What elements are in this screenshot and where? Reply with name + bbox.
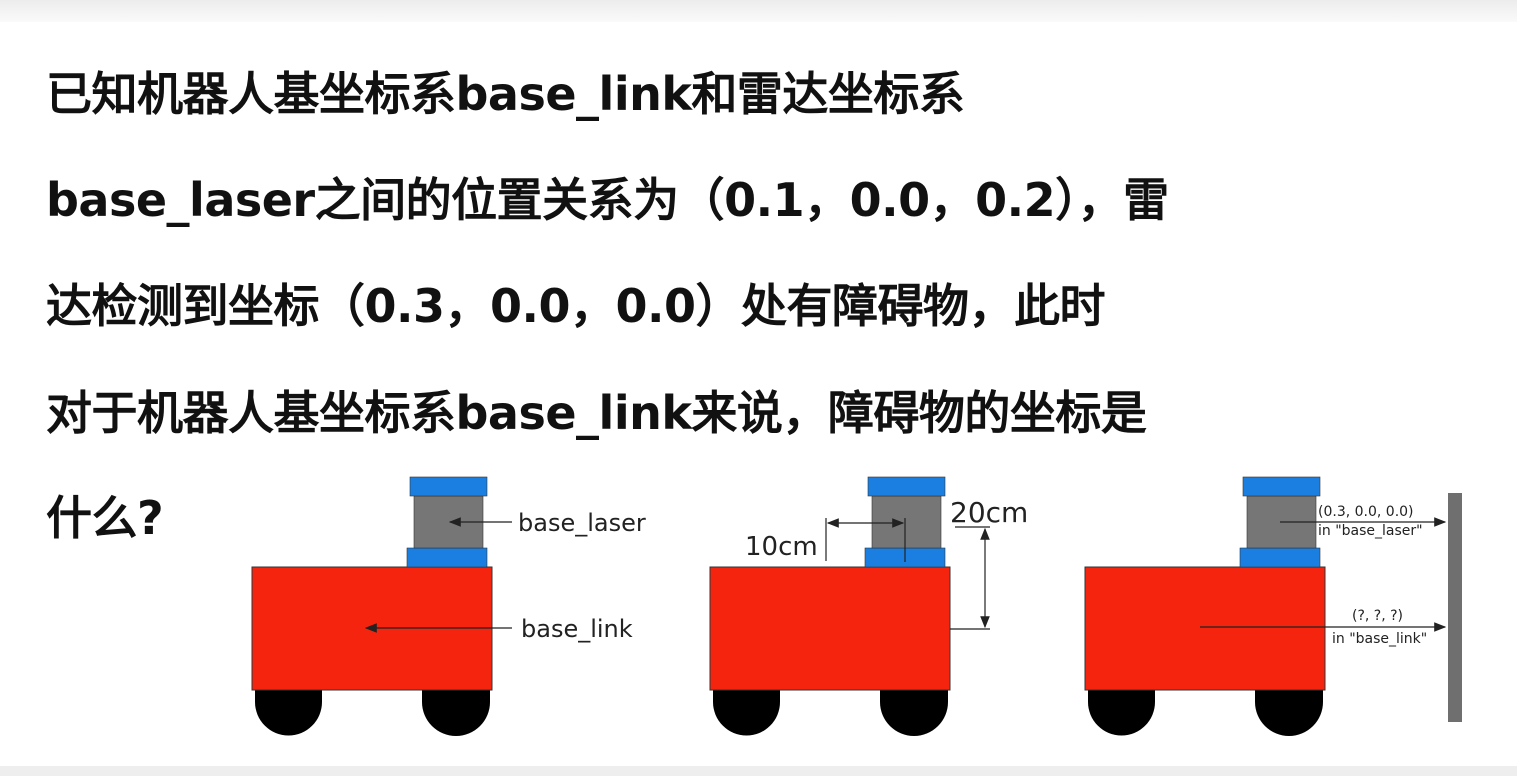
top-bar	[0, 0, 1517, 22]
horizontal-offset-label: 10cm	[745, 532, 818, 562]
question-line-5: 什么?	[46, 491, 164, 545]
robot-diagram-3: (0.3, 0.0, 0.0) in "base_laser" (?, ?, ?…	[1084, 476, 1462, 737]
base-laser-label: base_laser	[518, 509, 646, 537]
question-line-1: 已知机器人基坐标系base_link和雷达坐标系	[46, 67, 965, 121]
robot-diagram-1: base_laser base_link	[251, 476, 646, 737]
base-link-label: base_link	[521, 615, 633, 643]
robot-diagram-2: 10cm 20cm	[709, 476, 1028, 737]
vertical-offset-label: 20cm	[950, 496, 1028, 529]
link-coord-label: (?, ?, ?)	[1352, 608, 1403, 624]
link-frame-label: in "base_link"	[1332, 631, 1427, 647]
question-line-4: 对于机器人基坐标系base_link来说，障碍物的坐标是	[46, 386, 1147, 440]
question-line-3: 达检测到坐标（0.3，0.0，0.0）处有障碍物，此时	[46, 279, 1105, 333]
question-line-2: base_laser之间的位置关系为（0.1，0.0，0.2），雷	[46, 173, 1169, 227]
laser-coord-label: (0.3, 0.0, 0.0)	[1318, 504, 1414, 520]
bottom-bar	[0, 766, 1517, 776]
laser-frame-label: in "base_laser"	[1318, 523, 1423, 539]
obstacle-wall	[1448, 493, 1462, 722]
